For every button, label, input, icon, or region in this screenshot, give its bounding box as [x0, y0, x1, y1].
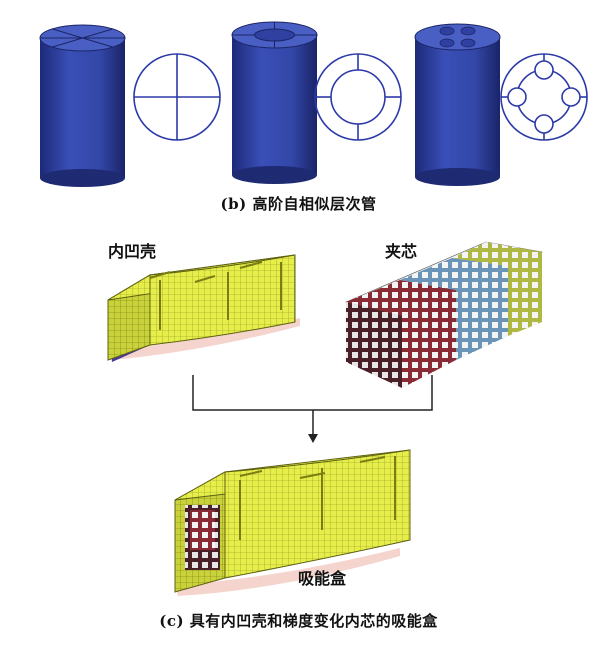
- concave-shell: [107, 254, 300, 362]
- tube-2-cylinder: [231, 21, 318, 184]
- energy-absorption-box: [174, 449, 411, 596]
- label-energy-box: 吸能盒: [298, 569, 347, 588]
- tube-1-cylinder: [39, 24, 126, 187]
- caption-b: (b) 高阶自相似层次管: [220, 195, 377, 213]
- tube-1-section: [133, 53, 221, 141]
- tube-2-section: [314, 53, 402, 141]
- caption-c: (c) 具有内凹壳和梯度变化内芯的吸能盒: [159, 612, 438, 630]
- tube-3-cylinder: [414, 23, 501, 186]
- merge-arrow: [192, 375, 433, 443]
- gradient-core: [345, 241, 543, 388]
- tube-3-section: [500, 53, 588, 141]
- label-core: 夹芯: [385, 242, 418, 261]
- label-concave-shell: 内凹壳: [108, 242, 157, 261]
